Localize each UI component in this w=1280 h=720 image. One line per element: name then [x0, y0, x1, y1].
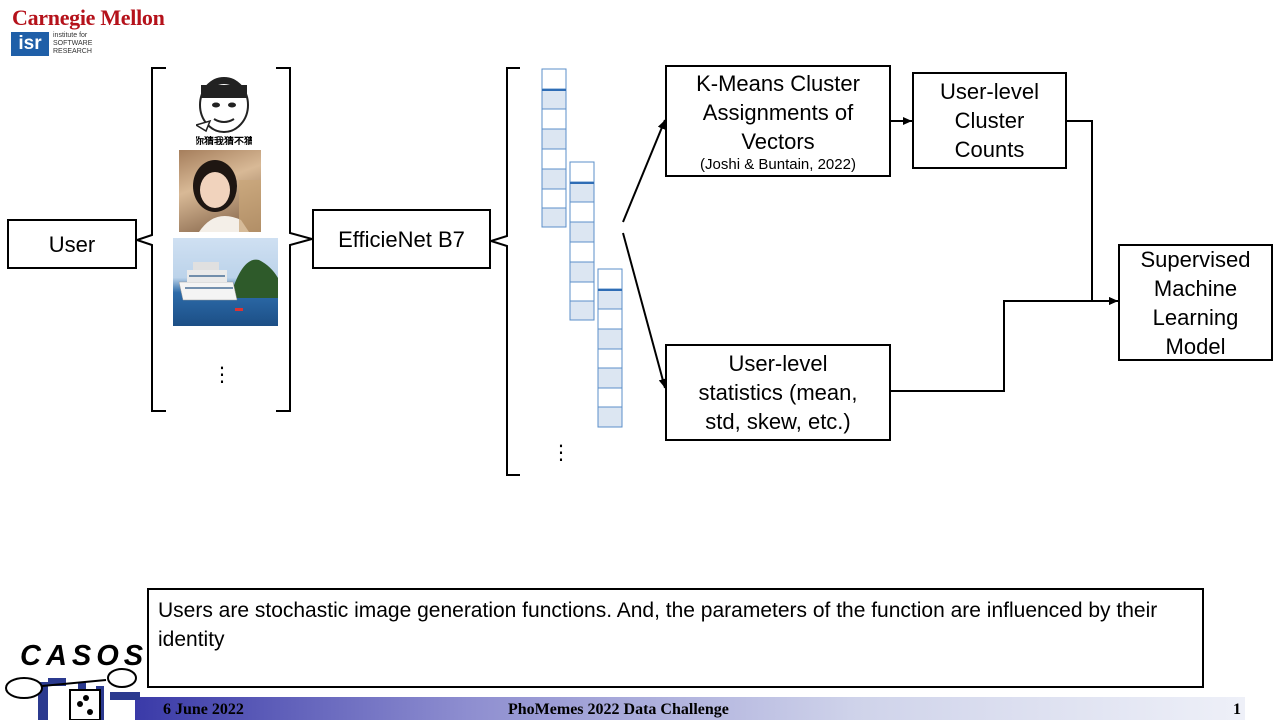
isr-line-2: SOFTWARE	[53, 40, 93, 47]
isr-line-3: RESEARCH	[53, 48, 92, 55]
images-left-brace	[133, 67, 166, 412]
isr-line-1: institute for	[53, 32, 88, 39]
cruise-ship-photo	[173, 238, 278, 326]
supervised-line-1: Supervised	[1140, 246, 1251, 272]
efficientnet-label: EfficieNet B7	[338, 226, 465, 252]
supervised-line-3: Learning	[1152, 304, 1239, 330]
kmeans-box: K-Means Cluster Assignments of Vectors (…	[665, 65, 891, 177]
cluster-counts-line-3: Counts	[954, 137, 1025, 162]
statistics-box: User-level statistics (mean, std, skew, …	[665, 344, 891, 441]
page-number: 1	[1233, 701, 1241, 718]
stats-line-2: statistics (mean,	[698, 380, 858, 405]
feature-vector-2	[569, 161, 595, 321]
images-ellipsis: ⋮	[212, 364, 232, 386]
cluster-counts-line-2: Cluster	[954, 108, 1025, 133]
supervised-line-4: Model	[1165, 333, 1226, 359]
portrait-photo-image	[193, 160, 261, 232]
casos-network-logo	[5, 668, 140, 720]
cluster-counts-line-1: User-level	[939, 79, 1040, 104]
vectors-ellipsis: ⋮	[551, 442, 571, 464]
feature-vector-1	[541, 68, 567, 228]
footer-band	[135, 697, 1245, 720]
user-label: User	[48, 231, 96, 257]
cruise-ship-image	[178, 259, 278, 311]
portrait-photo	[179, 150, 261, 232]
efficientnet-box: EfficieNet B7	[312, 209, 491, 269]
user-box: User	[7, 219, 137, 269]
isr-logo: isr	[11, 32, 49, 56]
kmeans-line-2: Assignments of	[702, 99, 854, 125]
arrow-to-kmeans	[622, 119, 666, 223]
footer-date: 6 June 2022	[163, 701, 244, 718]
vectors-brace	[487, 67, 520, 476]
cluster-counts-box: User-level Cluster Counts	[912, 72, 1067, 169]
summary-note: Users are stochastic image generation fu…	[147, 588, 1204, 688]
stats-line-1: User-level	[728, 351, 828, 376]
arrow-counts-to-model	[1066, 120, 1118, 305]
meme-thumbnail: 你猜我猜不猜	[196, 75, 252, 145]
images-right-brace	[276, 67, 316, 412]
meme-caption: 你猜我猜不猜	[196, 137, 252, 145]
isr-logo-text: institute for SOFTWARE RESEARCH	[53, 32, 92, 56]
footer-event: PhoMemes 2022 Data Challenge	[508, 701, 729, 718]
stats-line-3: std, skew, etc.)	[705, 409, 851, 434]
kmeans-citation: (Joshi & Buntain, 2022)	[700, 155, 856, 173]
feature-vector-3	[597, 268, 623, 428]
arrow-to-stats	[622, 232, 667, 389]
meme-face-image	[196, 77, 249, 133]
kmeans-line-1: K-Means Cluster	[696, 70, 860, 96]
supervised-line-2: Machine	[1153, 275, 1238, 301]
carnegie-mellon-logo: Carnegie Mellon	[12, 5, 165, 30]
kmeans-line-3: Vectors	[741, 128, 815, 154]
supervised-model-box: Supervised Machine Learning Model	[1118, 244, 1273, 361]
arrow-stats-to-model	[890, 297, 1118, 392]
casos-logo-text: CASOS	[20, 640, 149, 672]
